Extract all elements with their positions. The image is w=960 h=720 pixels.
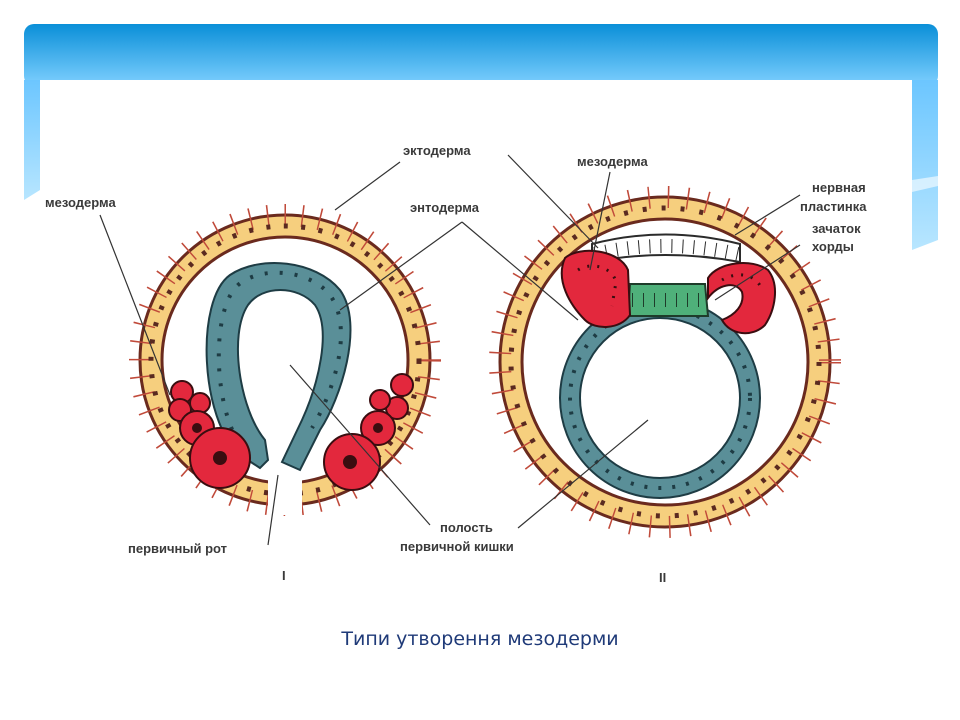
endoderm-fold-1 xyxy=(205,262,352,472)
leader-lines xyxy=(99,154,801,546)
slide-caption: Типи утворення мезодерми xyxy=(341,628,619,650)
numeral-2: II xyxy=(659,570,666,585)
label-primary-mouth: первичный рот xyxy=(128,541,227,556)
label-gut-cavity-1: полость xyxy=(440,520,493,535)
label-mesoderm-left: мезодерма xyxy=(45,195,116,210)
label-notochord-1: зачаток xyxy=(812,221,861,236)
numeral-1: I xyxy=(282,568,286,583)
label-endoderm: энтодерма xyxy=(410,200,480,215)
notochord-rudiment xyxy=(626,283,710,317)
mesoderm-pouches-2 xyxy=(560,249,776,335)
label-neural-plate-1: нервная xyxy=(812,180,866,195)
label-notochord-2: хорды xyxy=(812,239,854,254)
label-gut-cavity-2: первичной кишки xyxy=(400,539,514,554)
label-mesoderm-right: мезодерма xyxy=(577,154,648,169)
mesoderm-cells-1 xyxy=(168,373,414,491)
header-banner xyxy=(24,24,938,250)
neural-plate xyxy=(591,233,741,264)
embryo-1 xyxy=(129,204,441,516)
label-neural-plate-2: пластинка xyxy=(800,199,867,214)
endoderm-ring-2 xyxy=(559,297,761,499)
embryo-2 xyxy=(489,186,841,538)
label-ectoderm: эктодерма xyxy=(403,143,471,158)
